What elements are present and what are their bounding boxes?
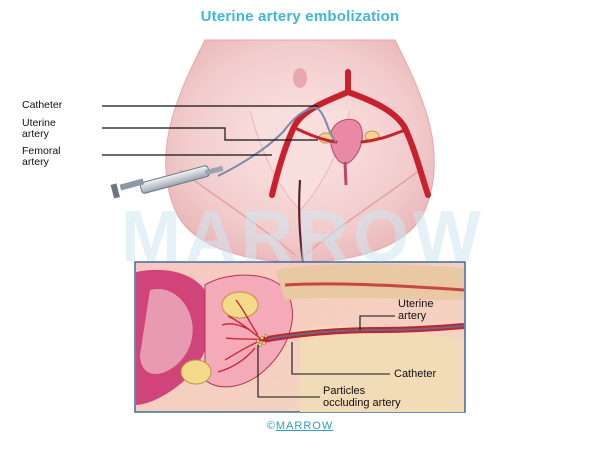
inset-label-particles: Particles occluding artery [323, 385, 401, 409]
syringe [110, 165, 224, 199]
label-uterine-artery: Uterine artery [22, 118, 56, 140]
label-femoral-line2: artery [22, 156, 49, 168]
inset-label-catheter-text: Catheter [394, 368, 437, 380]
copyright-symbol: © [266, 420, 276, 432]
label-catheter-text: Catheter [22, 99, 63, 111]
inset-label-uterine-artery: Uterine artery [398, 298, 433, 322]
inset-label-particles-line2: occluding artery [323, 397, 401, 409]
inset-label-uterine-line1: Uterine [398, 298, 434, 310]
label-uterine-line2: artery [22, 128, 49, 140]
footer-brand: ©MARROW [0, 420, 600, 432]
page-title: Uterine artery embolization [200, 8, 400, 25]
brand-name: MARROW [275, 420, 334, 432]
label-uterine-line1: Uterine [22, 117, 56, 129]
label-femoral-artery: Femoral artery [22, 146, 61, 168]
leader-lines-inset [257, 315, 395, 398]
inset-label-particles-line1: Particles [323, 385, 366, 397]
watermark: MARROW [121, 197, 485, 277]
inset-label-uterine-line2: artery [398, 310, 427, 322]
catheter-line [217, 106, 337, 177]
label-femoral-line1: Femoral [22, 145, 61, 157]
label-catheter: Catheter [22, 100, 62, 111]
inset-panel [134, 261, 466, 413]
leader-lines-top [102, 105, 318, 156]
arteries [269, 69, 431, 198]
inset-label-catheter: Catheter [394, 368, 436, 380]
